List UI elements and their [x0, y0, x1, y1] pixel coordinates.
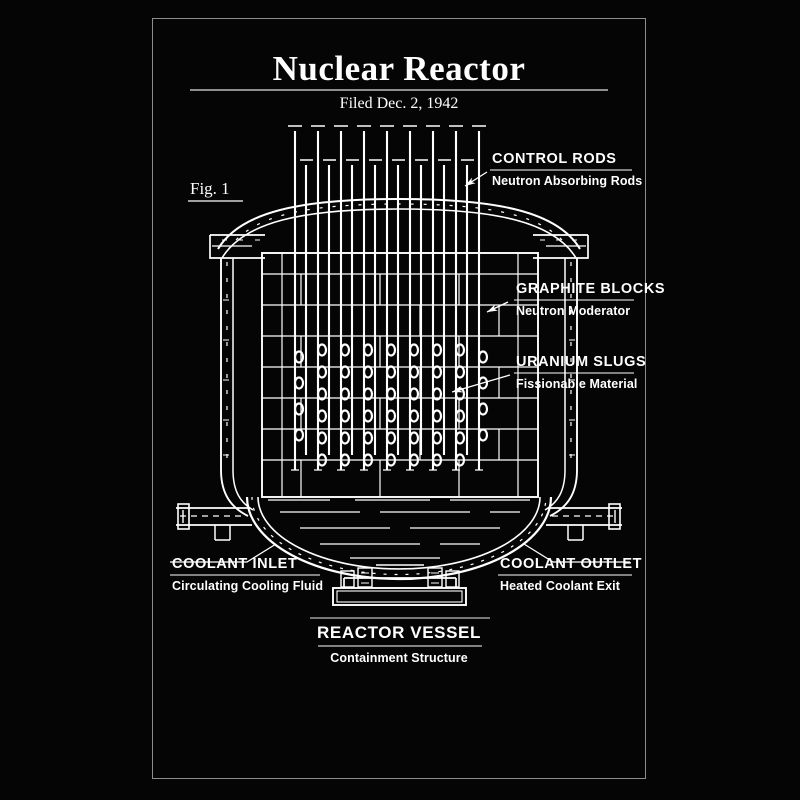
callout-description: Neutron Moderator — [516, 304, 630, 318]
callout-description: Containment Structure — [330, 651, 468, 665]
callout-reactor-vessel: REACTOR VESSEL Containment Structure — [310, 617, 490, 665]
coolant-pipe-right — [546, 503, 622, 541]
callout-title: COOLANT OUTLET — [500, 556, 642, 572]
callout-coolant-outlet: COOLANT OUTLET Heated Coolant Exit — [498, 556, 642, 593]
coolant-pipe-left — [176, 503, 252, 541]
callout-title: URANIUM SLUGS — [516, 354, 646, 370]
control-rod-group — [288, 125, 486, 471]
uranium-slug-array — [293, 343, 489, 467]
callout-graphite-blocks: GRAPHITE BLOCKS Neutron Moderator — [514, 281, 665, 318]
callout-title: REACTOR VESSEL — [317, 623, 481, 642]
callout-coolant-inlet: COOLANT INLET Circulating Cooling Fluid — [170, 556, 323, 593]
callout-title: COOLANT INLET — [172, 556, 297, 572]
callout-description: Heated Coolant Exit — [500, 579, 621, 593]
filing-date: Filed Dec. 2, 1942 — [340, 95, 459, 112]
callout-control-rods: CONTROL RODS Neutron Absorbing Rods — [490, 151, 642, 188]
callout-description: Circulating Cooling Fluid — [172, 579, 323, 593]
callout-title: GRAPHITE BLOCKS — [516, 281, 665, 297]
reactor-head-dome — [209, 197, 589, 259]
reactor-base-plinth — [332, 564, 467, 606]
callout-leaders — [170, 171, 630, 563]
page-title: Nuclear Reactor — [273, 49, 526, 88]
vessel-bottom-hemisphere — [245, 496, 553, 581]
callout-uranium-slugs: URANIUM SLUGS Fissionable Material — [514, 354, 646, 391]
callout-description: Fissionable Material — [516, 377, 637, 391]
callout-title: CONTROL RODS — [492, 151, 617, 167]
page-border-frame — [152, 18, 646, 779]
graphite-block-stack — [261, 252, 539, 498]
callout-description: Neutron Absorbing Rods — [492, 174, 642, 188]
figure-label: Fig. 1 — [190, 179, 230, 198]
